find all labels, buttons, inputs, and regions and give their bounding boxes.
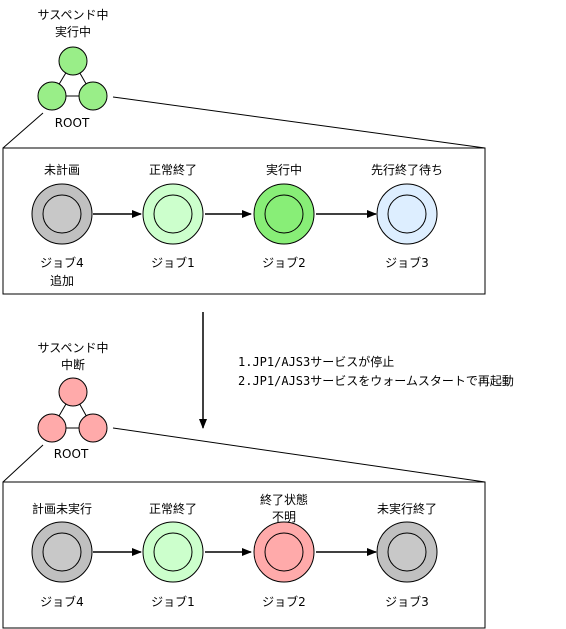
bottom-job-name: ジョブ3 bbox=[385, 594, 429, 609]
bottom-job-inner-circle bbox=[387, 532, 427, 572]
transition-note-1: 1.JP1/AJS3サービスが停止 bbox=[238, 354, 394, 369]
top-zoom-line-left bbox=[2, 112, 44, 149]
top-job-2: 実行中 ジョブ2 bbox=[253, 162, 315, 270]
top-root-status-line1: サスペンド中 bbox=[38, 7, 109, 22]
top-job-inner-circle bbox=[153, 194, 193, 234]
bottom-job-3: 未実行終了 ジョブ3 bbox=[376, 501, 438, 609]
bottom-job-inner-circle bbox=[264, 532, 304, 572]
top-job-4: 未計画 ジョブ4 追加 bbox=[31, 162, 93, 288]
transition-note-2: 2.JP1/AJS3サービスをウォームスタートで再起動 bbox=[238, 374, 514, 388]
bottom-job-4: 計画未実行 ジョブ4 bbox=[31, 501, 93, 609]
bottom-job-inner-circle bbox=[42, 532, 82, 572]
bottom-job-name: ジョブ2 bbox=[262, 594, 306, 609]
bottom-root-status-line1: サスペンド中 bbox=[38, 340, 109, 355]
top-job-inner-circle bbox=[387, 194, 427, 234]
bottom-root-label: ROOT bbox=[54, 447, 89, 461]
top-job-name: ジョブ2 bbox=[262, 255, 306, 270]
top-job-status: 正常終了 bbox=[149, 162, 197, 177]
bottom-job-status: 未実行終了 bbox=[377, 501, 437, 516]
top-job-1: 正常終了 ジョブ1 bbox=[142, 162, 204, 270]
bottom-zoom-line-right bbox=[112, 427, 486, 483]
top-job-inner-circle bbox=[264, 194, 304, 234]
transition: 1.JP1/AJS3サービスが停止 2.JP1/AJS3サービスをウォームスター… bbox=[199, 312, 514, 429]
top-job-name: ジョブ1 bbox=[151, 255, 195, 270]
bottom-root-icon bbox=[37, 377, 108, 443]
top-job-status: 実行中 bbox=[266, 162, 302, 177]
top-root-icon bbox=[37, 46, 108, 111]
bottom-job-status: 計画未実行 bbox=[32, 501, 92, 516]
bottom-job-2: 終了状態 不明 ジョブ2 bbox=[253, 492, 315, 609]
bottom-section: サスペンド中 中断 ROOT 計画未実行 ジョブ4 正常終了 ジョブ1 bbox=[2, 340, 486, 629]
bottom-job-status: 正常終了 bbox=[149, 501, 197, 516]
top-section: サスペンド中 実行中 ROOT 未計画 ジョブ4 追加 bbox=[2, 7, 486, 295]
bottom-job-name: ジョブ1 bbox=[151, 594, 195, 609]
top-detail-box bbox=[2, 147, 486, 295]
top-job-name: ジョブ4 bbox=[40, 255, 84, 270]
bottom-job-status-line2: 不明 bbox=[272, 510, 296, 524]
bottom-job-name: ジョブ4 bbox=[40, 594, 84, 609]
bottom-zoom-line-left bbox=[2, 444, 44, 483]
bottom-job-inner-circle bbox=[153, 532, 193, 572]
top-job-name-line2: 追加 bbox=[50, 273, 74, 288]
top-job-status: 未計画 bbox=[44, 162, 80, 177]
top-zoom-line-right bbox=[112, 96, 486, 149]
top-job-inner-circle bbox=[42, 194, 82, 234]
bottom-job-status: 終了状態 bbox=[260, 492, 308, 507]
top-job-3: 先行終了待ち ジョブ3 bbox=[371, 162, 443, 270]
bottom-root-status-line2: 中断 bbox=[61, 357, 85, 372]
top-job-name: ジョブ3 bbox=[385, 255, 429, 270]
bottom-job-1: 正常終了 ジョブ1 bbox=[142, 501, 204, 609]
top-root-label: ROOT bbox=[55, 116, 90, 130]
bottom-detail-box bbox=[2, 481, 486, 629]
top-root-status-line2: 実行中 bbox=[55, 24, 91, 39]
top-job-status: 先行終了待ち bbox=[371, 162, 443, 177]
